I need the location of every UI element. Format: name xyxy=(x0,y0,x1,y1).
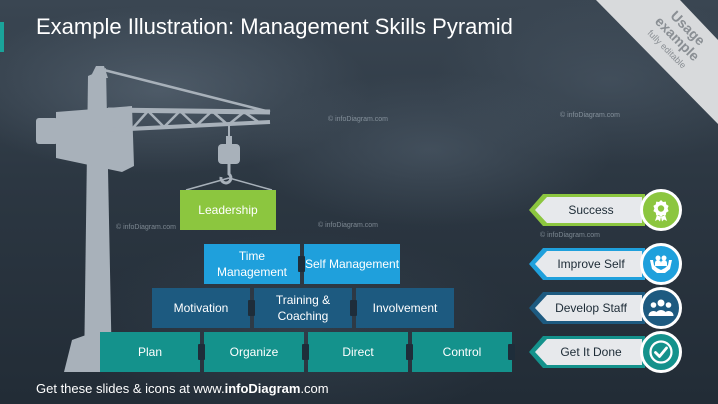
block-training-coaching: Training & Coaching xyxy=(254,288,352,328)
step-arrow xyxy=(529,194,645,226)
step-arrow xyxy=(529,248,645,280)
footer-text: Get these slides & icons at www.infoDiag… xyxy=(36,381,329,396)
block-leadership: Leadership xyxy=(180,190,276,230)
hands-people-icon xyxy=(640,243,682,285)
block-self-management: Self Management xyxy=(304,244,400,284)
block-joint xyxy=(302,344,309,360)
block-organize: Organize xyxy=(204,332,304,372)
step-arrow xyxy=(529,336,645,368)
block-involvement: Involvement xyxy=(356,288,454,328)
step-arrow xyxy=(529,292,645,324)
group-people-icon xyxy=(640,287,682,329)
block-control: Control xyxy=(412,332,512,372)
block-joint xyxy=(508,344,515,360)
watermark: © infoDiagram.com xyxy=(560,112,621,119)
block-plan: Plan xyxy=(100,332,200,372)
page-title: Example Illustration: Management Skills … xyxy=(36,14,513,39)
block-joint xyxy=(406,344,413,360)
block-joint xyxy=(350,300,357,316)
block-joint xyxy=(198,344,205,360)
block-time-management: Time Management xyxy=(204,244,300,284)
title-accent-bar xyxy=(0,22,4,52)
step-label-success: Success xyxy=(568,203,614,217)
watermark: © infoDiagram.com xyxy=(328,116,389,123)
step-label-get-it-done: Get It Done xyxy=(560,345,622,359)
block-direct: Direct xyxy=(308,332,408,372)
footer-suffix: .com xyxy=(300,381,329,396)
footer-brand: infoDiagram xyxy=(224,381,301,396)
watermark: © infoDiagram.com xyxy=(116,224,177,231)
watermark: © infoDiagram.com xyxy=(540,232,601,239)
block-joint xyxy=(248,300,255,316)
step-label-develop-staff: Develop Staff xyxy=(555,301,627,315)
check-circle-icon xyxy=(640,331,682,373)
footer-prefix: Get these slides & icons at www. xyxy=(36,381,225,396)
block-joint xyxy=(298,256,305,272)
block-motivation: Motivation xyxy=(152,288,250,328)
watermark: © infoDiagram.com xyxy=(318,222,379,229)
award-ribbon-icon xyxy=(640,189,682,231)
step-label-improve-self: Improve Self xyxy=(557,257,625,271)
